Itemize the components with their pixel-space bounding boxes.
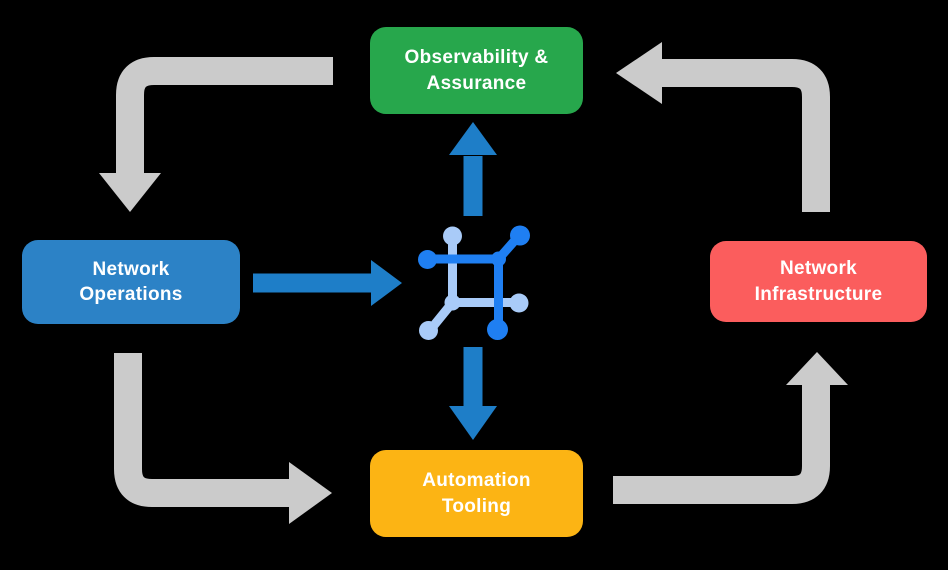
icon-top-right-junction: [491, 251, 506, 267]
node-network-infrastructure: Network Infrastructure: [710, 241, 927, 322]
arrow-head: [449, 122, 497, 155]
icon-bottom-left-light-node: [419, 321, 438, 340]
icon-left-dark-node: [418, 250, 437, 269]
icon-right-light-node: [509, 293, 529, 313]
network-mesh-icon: [418, 225, 530, 340]
node-automation-tooling: Automation Tooling: [370, 450, 583, 537]
icon-bottom-left-junction: [444, 294, 461, 311]
icon-top-right-dark-node: [510, 225, 530, 246]
arrow-infrastructure-to-observability: [616, 42, 830, 212]
icon-bottom-dark-node: [487, 319, 508, 340]
arrow-head: [616, 42, 662, 104]
icon-top-light-node: [443, 226, 462, 246]
node-observability-assurance: Observability & Assurance: [370, 27, 583, 114]
arrow-observability-to-operations: [99, 57, 333, 212]
arrow-center-to-automation: [449, 347, 497, 440]
arrow-head: [99, 173, 161, 212]
arrow-head: [449, 406, 497, 440]
arrow-operations-to-center: [253, 260, 402, 306]
arrow-shaft: [661, 59, 830, 212]
arrow-head: [289, 462, 332, 524]
network-mesh-icon-dark-part: [418, 225, 530, 340]
arrow-shaft: [116, 57, 333, 176]
arrow-automation-to-infrastructure: [613, 352, 848, 504]
arrow-head: [371, 260, 402, 306]
arrow-center-to-observability: [449, 122, 497, 216]
node-network-operations: Network Operations: [22, 240, 240, 324]
network-mesh-icon-light-part: [419, 226, 529, 340]
arrow-shaft: [613, 385, 830, 504]
arrow-shaft: [114, 353, 290, 507]
arrow-head: [786, 352, 848, 385]
arrow-operations-to-automation: [114, 353, 332, 524]
